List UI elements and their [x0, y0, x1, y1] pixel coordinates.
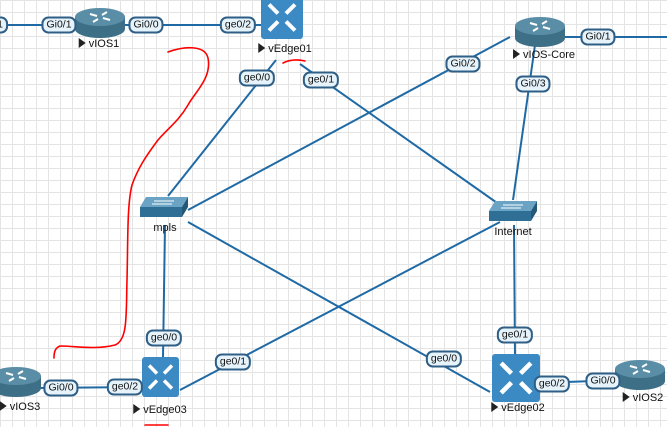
switch-icon[interactable]	[140, 197, 188, 219]
play-icon[interactable]	[258, 43, 266, 53]
node-label-vios3[interactable]: vIOS3	[0, 401, 40, 413]
port-label: Gi0/1	[580, 28, 616, 46]
vedge-icon[interactable]	[261, 0, 303, 39]
port-label: ge0/2	[533, 375, 571, 393]
router-icon[interactable]	[0, 364, 42, 398]
node-label-vedge02[interactable]: vEdge02	[491, 402, 545, 414]
play-icon[interactable]	[78, 38, 86, 48]
port-label: ge0/0	[425, 350, 463, 368]
port-label: Gi0/0	[43, 379, 79, 397]
play-icon[interactable]	[491, 402, 499, 412]
red-annotation-path	[53, 47, 210, 359]
vedge-icon[interactable]	[492, 354, 540, 402]
switch-icon[interactable]	[489, 201, 537, 223]
port-label: Gi0/0	[128, 16, 164, 34]
port-label: Gi0/3	[515, 75, 551, 93]
vedge-icon[interactable]	[142, 357, 179, 397]
router-icon[interactable]	[514, 14, 566, 48]
port-label: ge0/2	[106, 378, 144, 396]
play-icon[interactable]	[622, 392, 630, 402]
port-label: ge0/1	[496, 326, 534, 344]
port-label: ge0/1	[214, 353, 252, 371]
play-icon[interactable]	[0, 401, 7, 411]
node-label-vios-core[interactable]: vIOS-Core	[513, 49, 575, 61]
node-label-vios1[interactable]: vIOS1	[78, 38, 119, 50]
node-label-vios2[interactable]: vIOS2	[622, 392, 663, 404]
port-label: ge0/0	[238, 69, 276, 87]
play-icon[interactable]	[513, 49, 521, 59]
play-icon[interactable]	[133, 404, 141, 414]
port-label: 1	[0, 16, 8, 34]
router-icon[interactable]	[74, 5, 126, 39]
node-label-vedge01[interactable]: vEdge01	[258, 43, 312, 55]
port-label: Gi0/1	[41, 16, 77, 34]
port-label: Gi0/0	[585, 372, 621, 390]
port-label: ge0/1	[302, 71, 340, 89]
node-label-vedge03[interactable]: vEdge03	[133, 404, 187, 416]
link-core-internet[interactable]	[512, 44, 536, 201]
port-label: ge0/0	[145, 329, 183, 347]
port-label: Gi0/2	[445, 55, 481, 73]
red-underline-vedge01	[282, 59, 306, 64]
router-icon[interactable]	[614, 357, 666, 391]
node-label-internet[interactable]: Internet	[494, 226, 532, 238]
node-label-mpls[interactable]: mpls	[153, 222, 177, 234]
port-label: ge0/2	[219, 16, 257, 34]
